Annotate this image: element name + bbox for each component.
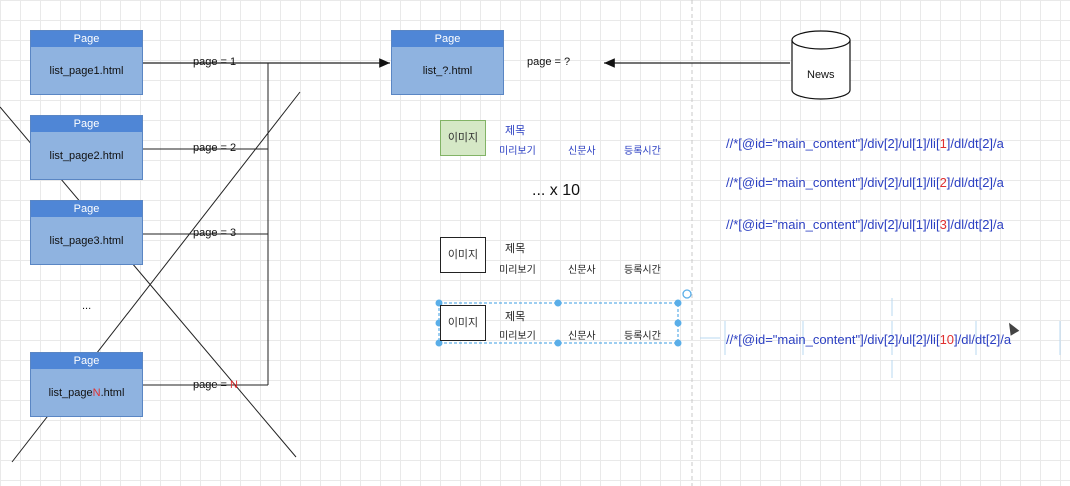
- page-box-header: Page: [392, 31, 503, 47]
- repeat-label: ... x 10: [532, 182, 581, 199]
- link-label-n: page = N: [193, 379, 238, 391]
- page-box-file: list_pageN.html: [31, 369, 142, 417]
- page-box-header: Page: [31, 31, 142, 47]
- page-box-file: list_page3.html: [49, 235, 124, 247]
- page-box-file: list_page2.html: [49, 150, 124, 162]
- rotate-handle-icon[interactable]: [682, 289, 692, 299]
- xpath-index: 1: [939, 136, 947, 151]
- xpath-prefix: //*[@id="main_content"]/div[2]/ul[2]/li[: [726, 332, 940, 347]
- target-page-box[interactable]: Page list_?.html: [391, 30, 504, 95]
- link-label-3: page = 3: [193, 227, 237, 239]
- page-box-header: Page: [31, 201, 142, 217]
- item-time-2: 등록시간: [624, 265, 661, 276]
- link-variable: N: [230, 379, 238, 391]
- page-box-file: list_page1.html: [49, 65, 124, 77]
- xpath-index: 3: [939, 217, 947, 232]
- item-time-3: 등록시간: [624, 331, 661, 342]
- xpath-index: 10: [939, 332, 955, 347]
- page-box-2[interactable]: Page list_page2.html: [30, 115, 143, 180]
- xpath-suffix: ]/dl/dt[2]/a: [954, 332, 1012, 347]
- item-title-2: 제목: [505, 243, 526, 255]
- xpath-row-2: //*[@id="main_content"]/div[2]/ul[1]/li[…: [726, 175, 1004, 190]
- pages-ellipsis: ...: [82, 300, 92, 312]
- target-param-label: page = ?: [527, 56, 571, 68]
- item-publisher-1: 신문사: [568, 146, 596, 157]
- link-label-1: page = 1: [193, 56, 237, 68]
- page-box-3[interactable]: Page list_page3.html: [30, 200, 143, 265]
- item-publisher-3: 신문사: [568, 331, 596, 342]
- file-suffix: .html: [100, 387, 125, 399]
- item-image-2[interactable]: 이미지: [440, 237, 486, 273]
- database-cylinder[interactable]: [791, 30, 851, 100]
- page-box-header: Page: [31, 353, 142, 369]
- xpath-selection-markers: [700, 298, 1061, 378]
- item-publisher-2: 신문사: [568, 265, 596, 276]
- item-preview-2: 미리보기: [499, 265, 536, 276]
- item-image-3[interactable]: 이미지: [440, 305, 486, 341]
- xpath-prefix: //*[@id="main_content"]/div[2]/ul[1]/li[: [726, 217, 940, 232]
- xpath-row-3: //*[@id="main_content"]/div[2]/ul[1]/li[…: [726, 217, 1004, 232]
- page-box-n[interactable]: Page list_pageN.html: [30, 352, 143, 417]
- xpath-row-last[interactable]: //*[@id="main_content"]/div[2]/ul[2]/li[…: [726, 332, 1011, 347]
- xpath-prefix: //*[@id="main_content"]/div[2]/ul[1]/li[: [726, 136, 940, 151]
- xpath-row-1: //*[@id="main_content"]/div[2]/ul[1]/li[…: [726, 136, 1004, 151]
- item-preview-3: 미리보기: [499, 331, 536, 342]
- item-preview-1: 미리보기: [499, 146, 536, 157]
- page-box-1[interactable]: Page list_page1.html: [30, 30, 143, 95]
- database-label: News: [807, 69, 835, 81]
- item-title-1: 제목: [505, 125, 526, 137]
- xpath-prefix: //*[@id="main_content"]/div[2]/ul[1]/li[: [726, 175, 940, 190]
- file-variable: N: [92, 387, 101, 399]
- page-box-header: Page: [31, 116, 142, 132]
- xpath-suffix: ]/dl/dt[2]/a: [946, 136, 1004, 151]
- link-label-2: page = 2: [193, 142, 237, 154]
- xpath-suffix: ]/dl/dt[2]/a: [946, 217, 1004, 232]
- item-title-3: 제목: [505, 311, 526, 323]
- page-box-file: list_?.html: [422, 65, 473, 77]
- item-time-1: 등록시간: [624, 146, 661, 157]
- link-prefix: page =: [193, 379, 231, 391]
- selection-handles[interactable]: [435, 299, 682, 347]
- item-image-1[interactable]: 이미지: [440, 120, 486, 156]
- xpath-index: 2: [939, 175, 947, 190]
- file-prefix: list_page: [48, 387, 93, 399]
- xpath-suffix: ]/dl/dt[2]/a: [946, 175, 1004, 190]
